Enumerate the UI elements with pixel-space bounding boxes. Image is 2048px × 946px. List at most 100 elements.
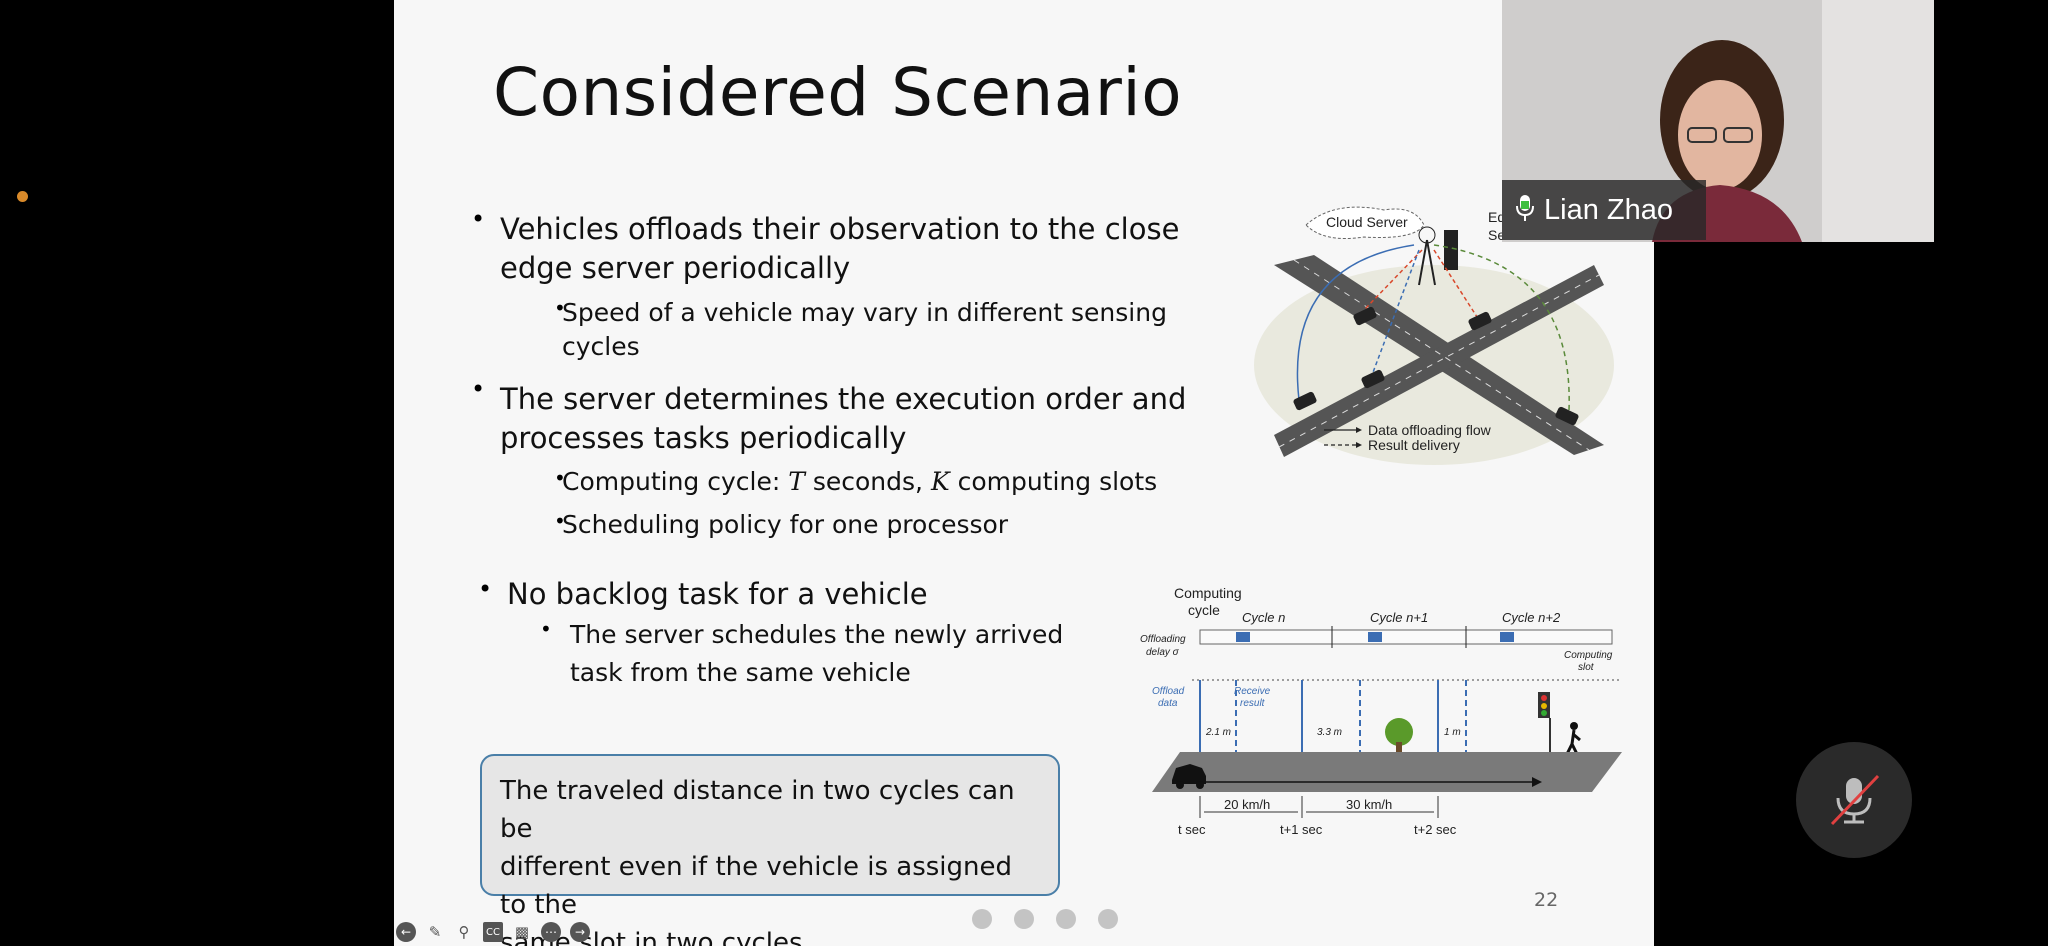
- mute-button[interactable]: [1796, 742, 1912, 858]
- car-wheel: [1196, 781, 1204, 789]
- tree-trunk: [1396, 742, 1402, 756]
- participant-name: Lian Zhao: [1544, 193, 1673, 226]
- car-icon: [1353, 306, 1377, 326]
- offloading-label: Offloading: [1140, 634, 1186, 645]
- sub-bullet-4-line2: task from the same vehicle: [570, 658, 911, 687]
- tree-icon: [1385, 718, 1413, 746]
- server-icon: [1444, 230, 1458, 270]
- mute-microphone-icon: [1830, 774, 1880, 826]
- bullet-dot: •: [471, 205, 486, 233]
- participant-video[interactable]: Lian Zhao: [1502, 0, 1934, 242]
- sub-bullet-1-line2: cycles: [562, 332, 640, 361]
- speed-2-label: 30 km/h: [1346, 797, 1392, 812]
- tower-leg: [1418, 239, 1428, 286]
- presentation-slide: Considered Scenario • Vehicles offloads …: [394, 0, 1654, 946]
- computing-slot-label-2: slot: [1578, 662, 1595, 673]
- video-icon[interactable]: ▩: [514, 923, 530, 941]
- page-number: 22: [1534, 889, 1559, 911]
- light-yellow: [1541, 703, 1547, 709]
- computing-cycle-label-2: cycle: [1188, 602, 1220, 618]
- flow-line: [1371, 249, 1420, 376]
- cycle-n-label: Cycle n: [1242, 610, 1285, 625]
- timeline-diagram: Computing cycle Cycle n Cycle n+1 Cycle …: [1140, 585, 1622, 837]
- sub-bullet-2-post: computing slots: [949, 467, 1158, 496]
- offload-data-label: Offload: [1152, 686, 1185, 697]
- status-dot: [17, 191, 28, 202]
- bullet-3-line1: No backlog task for a vehicle: [507, 577, 928, 611]
- road: [1152, 752, 1622, 792]
- distance-3-label: 1 m: [1444, 727, 1461, 738]
- bullet-dot: •: [478, 575, 493, 603]
- sub-bullet-3-line1: Scheduling policy for one processor: [562, 510, 1009, 539]
- nav-dot[interactable]: [1098, 909, 1118, 929]
- sub-bullet-2-pre: Computing cycle:: [562, 467, 789, 496]
- tower-leg: [1426, 239, 1436, 286]
- nav-dot[interactable]: [1014, 909, 1034, 929]
- car-icon: [1361, 369, 1385, 389]
- time-t2-label: t+2 sec: [1414, 822, 1457, 837]
- bullet-1-line2: edge server periodically: [500, 251, 851, 285]
- more-icon[interactable]: ⋯: [541, 922, 561, 942]
- sub-bullet-dot: •: [554, 296, 566, 320]
- time-t1-label: t+1 sec: [1280, 822, 1323, 837]
- car-icon: [1468, 311, 1492, 331]
- sub-bullet-2: Computing cycle: T seconds, K computing …: [562, 465, 1157, 499]
- legend-flow-label: Data offloading flow: [1368, 422, 1492, 438]
- sub-bullet-2-mid: seconds,: [804, 467, 931, 496]
- antenna-icon: [1418, 226, 1436, 244]
- road-arrow-head: [1532, 777, 1542, 787]
- bullet-2-line1: The server determines the execution orde…: [500, 382, 1187, 416]
- speed-1-label: 20 km/h: [1224, 797, 1270, 812]
- sub-bullet-4-line1: The server schedules the newly arrived: [570, 620, 1064, 649]
- cycle-n2-label: Cycle n+2: [1502, 610, 1561, 625]
- legend-arrow: [1356, 427, 1362, 433]
- receive-result-label-2: result: [1240, 698, 1266, 709]
- network-diagram: Cloud Server Ed Ser Data offloading flow…: [1254, 206, 1614, 465]
- offload-data-label-2: data: [1158, 698, 1178, 709]
- distance-1-label: 2.1 m: [1205, 727, 1231, 738]
- prev-icon[interactable]: ←: [396, 922, 416, 942]
- flow-line: [1433, 244, 1570, 411]
- presentation-toolbar: ← ✎ ⚲ CC ▩ ⋯ →: [396, 922, 590, 942]
- microphone-icon: [1514, 193, 1536, 227]
- distance-2-label: 3.3 m: [1317, 727, 1342, 738]
- bullet-3: No backlog task for a vehicle: [507, 575, 928, 614]
- legend-result-label: Result delivery: [1368, 437, 1460, 453]
- sub-bullet-1-line1: Speed of a vehicle may vary in different…: [562, 298, 1167, 327]
- bullet-1: Vehicles offloads their observation to t…: [500, 210, 1179, 288]
- cc-icon[interactable]: CC: [483, 922, 503, 942]
- time-t-label: t sec: [1178, 822, 1206, 837]
- sub-bullet-dot: •: [540, 617, 552, 641]
- var-t: T: [788, 467, 805, 496]
- computing-cycle-label: Computing: [1174, 585, 1242, 601]
- assigned-slot: [1368, 632, 1382, 642]
- nav-dot[interactable]: [972, 909, 992, 929]
- sub-bullet-1: Speed of a vehicle may vary in different…: [562, 296, 1167, 364]
- road-marking: [1278, 274, 1600, 448]
- car-icon: [1555, 406, 1579, 426]
- slot-bar: [1199, 629, 1613, 645]
- cycle-n1-label: Cycle n+1: [1370, 610, 1428, 625]
- sub-bullet-dot: •: [554, 466, 566, 490]
- road-marking: [1293, 259, 1590, 451]
- bullet-2-line2: processes tasks periodically: [500, 421, 907, 455]
- sub-bullet-dot: •: [554, 509, 566, 533]
- slide-title: Considered Scenario: [493, 54, 1183, 131]
- car-wheel: [1176, 781, 1184, 789]
- offloading-label-2: delay σ: [1146, 647, 1180, 658]
- var-k: K: [930, 467, 950, 496]
- assigned-slot: [1500, 632, 1514, 642]
- zoom-icon[interactable]: ⚲: [458, 923, 470, 941]
- light-green: [1541, 710, 1547, 716]
- pen-icon[interactable]: ✎: [428, 923, 442, 941]
- bullet-2: The server determines the execution orde…: [500, 380, 1186, 458]
- slide-nav-dots: [972, 909, 1118, 929]
- flow-line: [1296, 244, 1415, 401]
- next-icon[interactable]: →: [570, 922, 590, 942]
- legend-arrow: [1356, 442, 1362, 448]
- pedestrian-icon: [1570, 722, 1578, 730]
- callout-box: The traveled distance in two cycles can …: [480, 754, 1060, 946]
- edge-server-label: Ed: [1488, 209, 1505, 225]
- nav-dot[interactable]: [1056, 909, 1076, 929]
- assigned-slot: [1236, 632, 1250, 642]
